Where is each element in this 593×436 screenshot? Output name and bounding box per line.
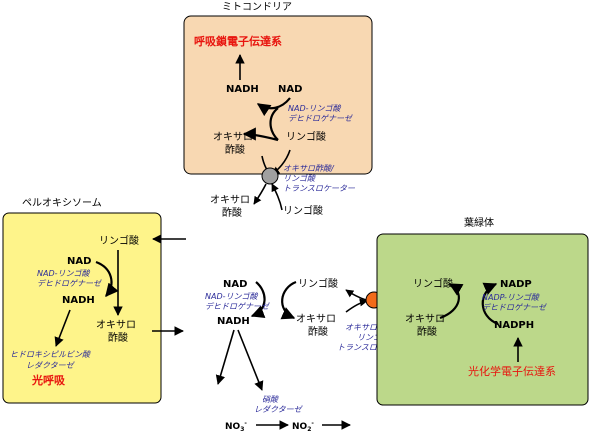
pero-enzyme-line2: デヒドロゲナーゼ <box>37 279 103 288</box>
cyto-transporter-line1: オキサロ酢酸/ <box>345 323 397 332</box>
outer-oxaloacetate-line1: オキサロ <box>210 194 250 206</box>
cyto-nad-to-nadh-curve <box>250 281 266 318</box>
nitrate-ion: NO3- <box>225 420 247 433</box>
pero-nadh: NADH <box>62 295 95 306</box>
mito-nad: NAD <box>278 84 302 95</box>
mito-oxaloacetate-line1: オキサロ <box>213 131 253 143</box>
chloro-enzyme-line1: NADP-リンゴ酸 <box>482 293 540 302</box>
cyto-oxaloacetate-line2: 酢酸 <box>308 325 328 338</box>
nitrite-superscript: - <box>311 420 314 427</box>
chloro-malate: リンゴ酸 <box>413 277 453 290</box>
pero-nadh-to-hpr-arrow <box>54 309 71 347</box>
pero-hpr-line1: ヒドロキシピルビン酸 <box>10 350 91 359</box>
pero-oxaloacetate-line1: オキサロ <box>96 319 136 331</box>
mito-enzyme-line1: NAD-リンゴ酸 <box>288 104 342 113</box>
outer-oxaloacetate-line2: 酢酸 <box>222 206 242 219</box>
chloro-enzyme-line2: デヒドロゲナーゼ <box>482 303 548 312</box>
nadh-to-nitrate-reductase-arrow <box>237 329 264 391</box>
cyto-malate: リンゴ酸 <box>298 277 338 290</box>
chloro-oxaloacetate-to-malate-curve <box>439 283 464 320</box>
chloro-oxaloacetate-line1: オキサロ <box>405 313 445 325</box>
peroxisome-compartment <box>2 212 162 404</box>
chloro-nadph-to-nadp-curve <box>481 282 499 326</box>
cyto-oxaloacetate-to-transporter <box>345 298 368 313</box>
mito-transporter-line2: リンゴ酸 <box>283 174 316 183</box>
outer-malate: リンゴ酸 <box>283 204 323 217</box>
pero-hpr-line2: レダクターゼ <box>26 361 76 370</box>
transporter-to-oxaloacetate-out <box>253 183 267 205</box>
nitrate-subscript: 3 <box>240 426 244 433</box>
chloro-nadp: NADP <box>500 279 532 290</box>
nitrite-ion: NO2- <box>292 420 314 433</box>
cyto-transporter-line3: トランスロケーター <box>337 343 410 352</box>
chloro-photochemical-chain: 光化学電子伝達系 <box>468 364 556 378</box>
cyto-oxaloacetate-line1: オキサロ <box>296 313 336 325</box>
mito-malate-to-oxaloacetate-curve <box>242 127 279 142</box>
pero-malate: リンゴ酸 <box>99 234 139 247</box>
chloro-oxaloacetate-line2: 酢酸 <box>417 325 437 338</box>
chloroplast-title: 葉緑体 <box>464 216 494 229</box>
mito-malate: リンゴ酸 <box>286 130 326 143</box>
mito-nadh: NADH <box>226 84 259 95</box>
peroxisome-title: ペルオキシソーム <box>22 197 102 209</box>
pero-oxaloacetate-line2: 酢酸 <box>108 331 128 344</box>
pero-enzyme-line1: NAD-リンゴ酸 <box>37 269 91 278</box>
mito-reaction-arc <box>269 107 279 141</box>
mito-transporter-icon <box>261 167 279 185</box>
pero-nad: NAD <box>67 256 91 267</box>
nitrite-subscript: 2 <box>307 426 311 433</box>
cyto-enzyme-line1: NAD-リンゴ酸 <box>205 292 259 301</box>
mito-nad-to-nadh-curve <box>256 97 291 117</box>
nitrite-base: NO <box>292 422 308 432</box>
cyto-nadh: NADH <box>217 316 250 327</box>
mito-transporter-line3: トランスロケーター <box>283 184 356 193</box>
nitrate-reductase-line2: レダクターゼ <box>254 405 304 414</box>
cyto-nad: NAD <box>223 279 247 290</box>
malate-out-to-transporter <box>271 183 283 211</box>
pero-photorespiration: 光呼吸 <box>31 373 66 387</box>
chloro-nadph: NADPH <box>494 320 534 331</box>
mito-transporter-line1: オキサロ酢酸/ <box>283 164 335 173</box>
mito-enzyme-line2: デヒドロゲナーゼ <box>288 114 354 123</box>
nadh-to-output-arrow <box>215 329 235 385</box>
mito-oxaloacetate-line2: 酢酸 <box>225 143 245 156</box>
mitochondria-title: ミトコンドリア <box>222 2 292 13</box>
cyto-enzyme-line2: デヒドロゲナーゼ <box>205 302 271 311</box>
nitrate-base: NO <box>225 422 241 432</box>
nitrate-superscript: - <box>244 420 247 427</box>
mito-respiratory-chain: 呼吸鎖電子伝達系 <box>194 34 282 48</box>
cyto-malate-to-oxaloacetate-curve <box>280 280 297 320</box>
cyto-transporter-line2: リンゴ酸 <box>357 333 390 342</box>
nitrate-reductase-line1: 硝酸 <box>262 395 279 404</box>
transporter-to-cyto-malate <box>345 289 367 301</box>
chloroplast-compartment <box>376 233 589 406</box>
pero-nad-to-nadh-curve <box>95 260 119 298</box>
